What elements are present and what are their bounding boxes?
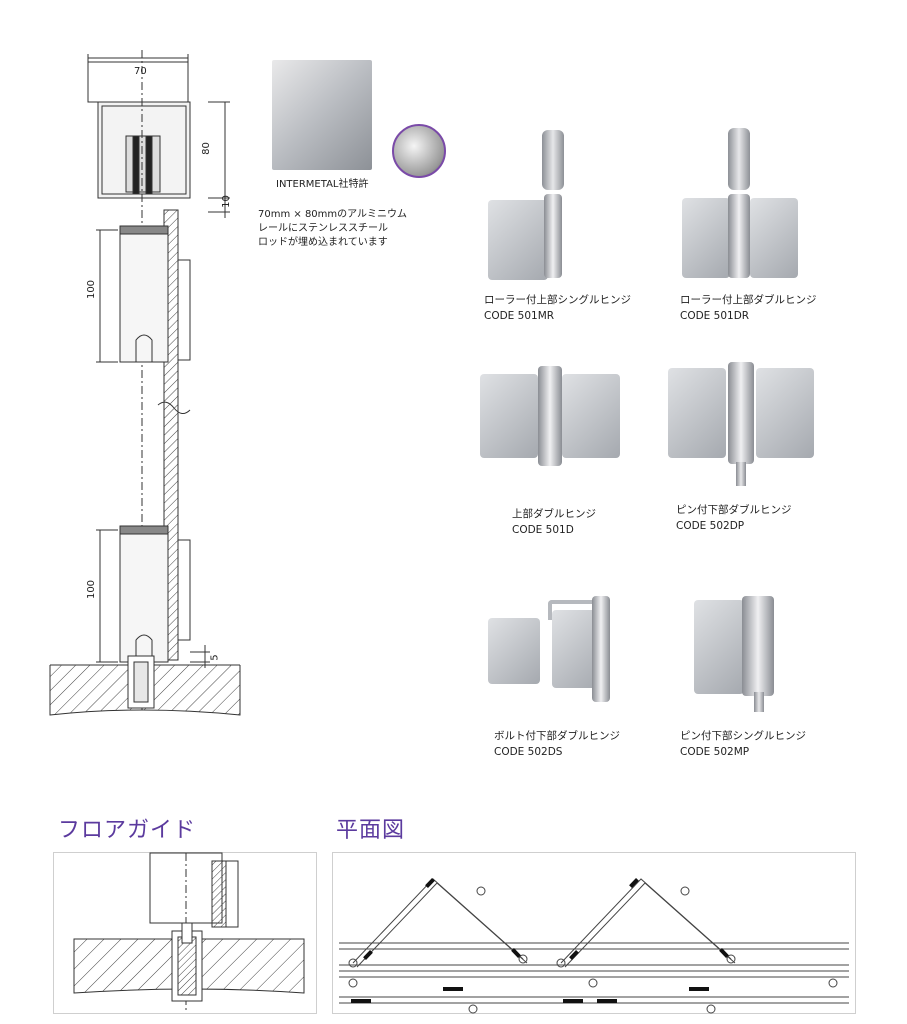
rail-description-line-2: レールにステンレススチール <box>258 223 388 234</box>
dim-rail-height-label: 80 <box>200 142 212 155</box>
hinge-name-502dp: ピン付下部ダブルヒンジ <box>676 504 792 516</box>
rail-description-line-1: 70mm × 80mmのアルミニウム <box>258 209 408 220</box>
hinge-code-502ds: CODE 502DS <box>494 746 563 758</box>
hinge-code-501dr: CODE 501DR <box>680 310 750 322</box>
floor-guide-frame <box>53 852 317 1014</box>
rail-patent-caption: INTERMETAL社特許 <box>276 179 369 190</box>
floor-guide-title: フロアガイド <box>58 818 197 843</box>
hinge-code-501d: CODE 501D <box>512 524 574 536</box>
hinge-photo-502ds <box>488 596 618 702</box>
hinge-code-501mr: CODE 501MR <box>484 310 555 322</box>
hinge-code-502dp: CODE 502DP <box>676 520 745 532</box>
dim-gap-label: 10 <box>220 195 232 208</box>
plan-view-frame <box>332 852 856 1014</box>
hinge-name-501d: 上部ダブルヒンジ <box>512 508 596 520</box>
dim-lower-roller-label: 100 <box>86 579 98 600</box>
dim-upper-roller-label: 100 <box>86 279 98 300</box>
hinge-code-502mp: CODE 502MP <box>680 746 750 758</box>
hinge-name-501mr: ローラー付上部シングルヒンジ <box>484 294 631 306</box>
hinge-name-502mp: ピン付下部シングルヒンジ <box>680 730 806 742</box>
hinge-photo-501mr <box>488 130 584 280</box>
hinge-name-502ds: ボルト付下部ダブルヒンジ <box>494 730 620 742</box>
rail-profile-photo <box>272 60 372 170</box>
plan-view-title: 平面図 <box>336 818 406 843</box>
hinge-name-501dr: ローラー付上部ダブルヒンジ <box>680 294 817 306</box>
floor-guide-diagram <box>73 852 305 1013</box>
rail-closeup-photo <box>392 124 446 178</box>
dim-bottom-gap-label: 5 <box>209 654 221 661</box>
hinge-photo-501d <box>480 366 620 466</box>
hinge-photo-502mp <box>694 596 784 712</box>
hinge-photo-502dp <box>668 362 814 486</box>
dim-width-label: 70 <box>134 66 147 77</box>
vertical-section-diagram <box>49 50 241 716</box>
hinge-photo-501dr <box>682 128 798 280</box>
plan-view-diagram <box>339 878 849 1014</box>
rail-description-line-3: ロッドが埋め込まれています <box>258 237 388 248</box>
